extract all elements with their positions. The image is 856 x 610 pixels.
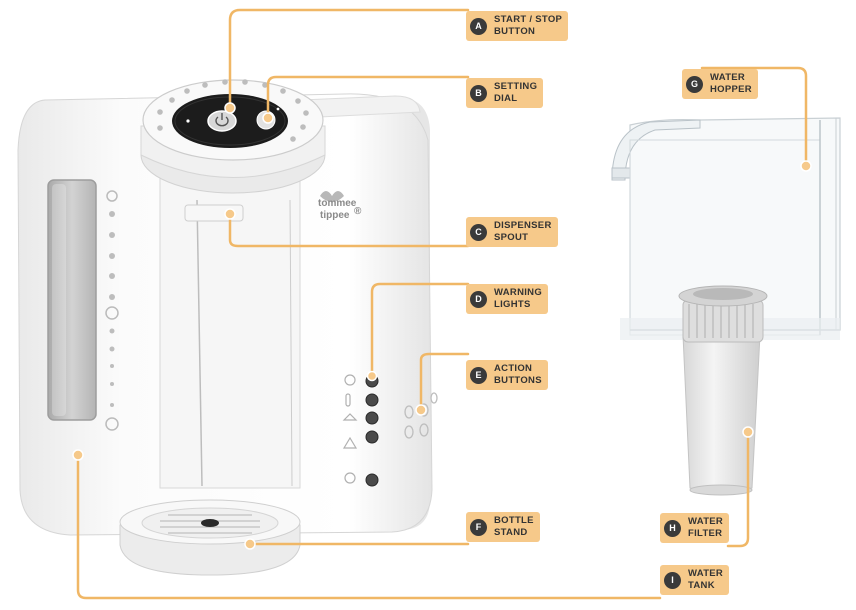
thermometer-icon	[345, 393, 351, 407]
callout-label-c: DISPENSER SPOUT	[494, 220, 552, 243]
callout-badge-f: F	[470, 518, 487, 536]
warning-light-4	[365, 430, 379, 444]
callout-label-h: WATER FILTER	[688, 516, 724, 539]
water-filter	[678, 285, 768, 496]
callout-water-filter: H WATER FILTER	[660, 513, 730, 543]
callout-label-e: ACTION BUTTONS	[494, 363, 542, 386]
formula-machine: tommee tippee ®	[17, 79, 438, 576]
leader-lines	[76, 8, 808, 600]
hazard-icon	[342, 436, 358, 449]
water-hopper	[611, 117, 841, 340]
filter-warning-icon	[342, 413, 358, 421]
callout-badge-c: C	[470, 223, 487, 241]
brand-logo: tommee tippee ®	[318, 191, 362, 221]
callout-dispenser-spout: C DISPENSER SPOUT	[466, 217, 558, 247]
warning-light-3	[365, 411, 379, 425]
callout-bottle-stand: F BOTTLE STAND	[466, 512, 540, 542]
callout-label-g: WATER HOPPER	[710, 72, 752, 95]
brand-logo-line2: tippee	[320, 210, 350, 221]
hand-icon	[344, 472, 356, 484]
callout-start-stop-button: A START / STOP BUTTON	[466, 11, 569, 41]
callout-badge-a: A	[470, 17, 487, 35]
bottle-stand	[119, 499, 301, 576]
brand-logo-mark: ®	[354, 206, 362, 217]
brand-logo-line1: tommee	[318, 198, 357, 209]
callout-badge-g: G	[686, 75, 703, 93]
action-buttons	[404, 392, 438, 439]
water-tank-window	[47, 179, 97, 421]
callout-water-tank: I WATER TANK	[660, 565, 730, 595]
callout-label-i: WATER TANK	[688, 568, 724, 591]
callout-label-a: START / STOP BUTTON	[494, 14, 563, 37]
callout-action-buttons: E ACTION BUTTONS	[466, 360, 548, 390]
callout-warning-lights: D WARNING LIGHTS	[466, 284, 549, 314]
callout-setting-dial: B SETTING DIAL	[466, 78, 544, 108]
callout-badge-i: I	[664, 571, 681, 589]
callout-label-f: BOTTLE STAND	[494, 515, 534, 538]
warning-light-5	[365, 473, 379, 487]
water-level-markings	[105, 190, 119, 431]
callout-badge-b: B	[470, 84, 487, 102]
callout-badge-d: D	[470, 290, 487, 308]
power-icon	[215, 116, 229, 127]
callout-water-hopper: G WATER HOPPER	[682, 69, 758, 99]
callout-label-b: SETTING DIAL	[494, 81, 538, 104]
start-stop-button	[207, 110, 237, 132]
warning-light-2	[365, 393, 379, 407]
callout-badge-e: E	[470, 366, 487, 384]
callout-label-d: WARNING LIGHTS	[494, 287, 543, 310]
leader-dots	[72, 102, 812, 550]
callout-badge-h: H	[664, 519, 681, 537]
